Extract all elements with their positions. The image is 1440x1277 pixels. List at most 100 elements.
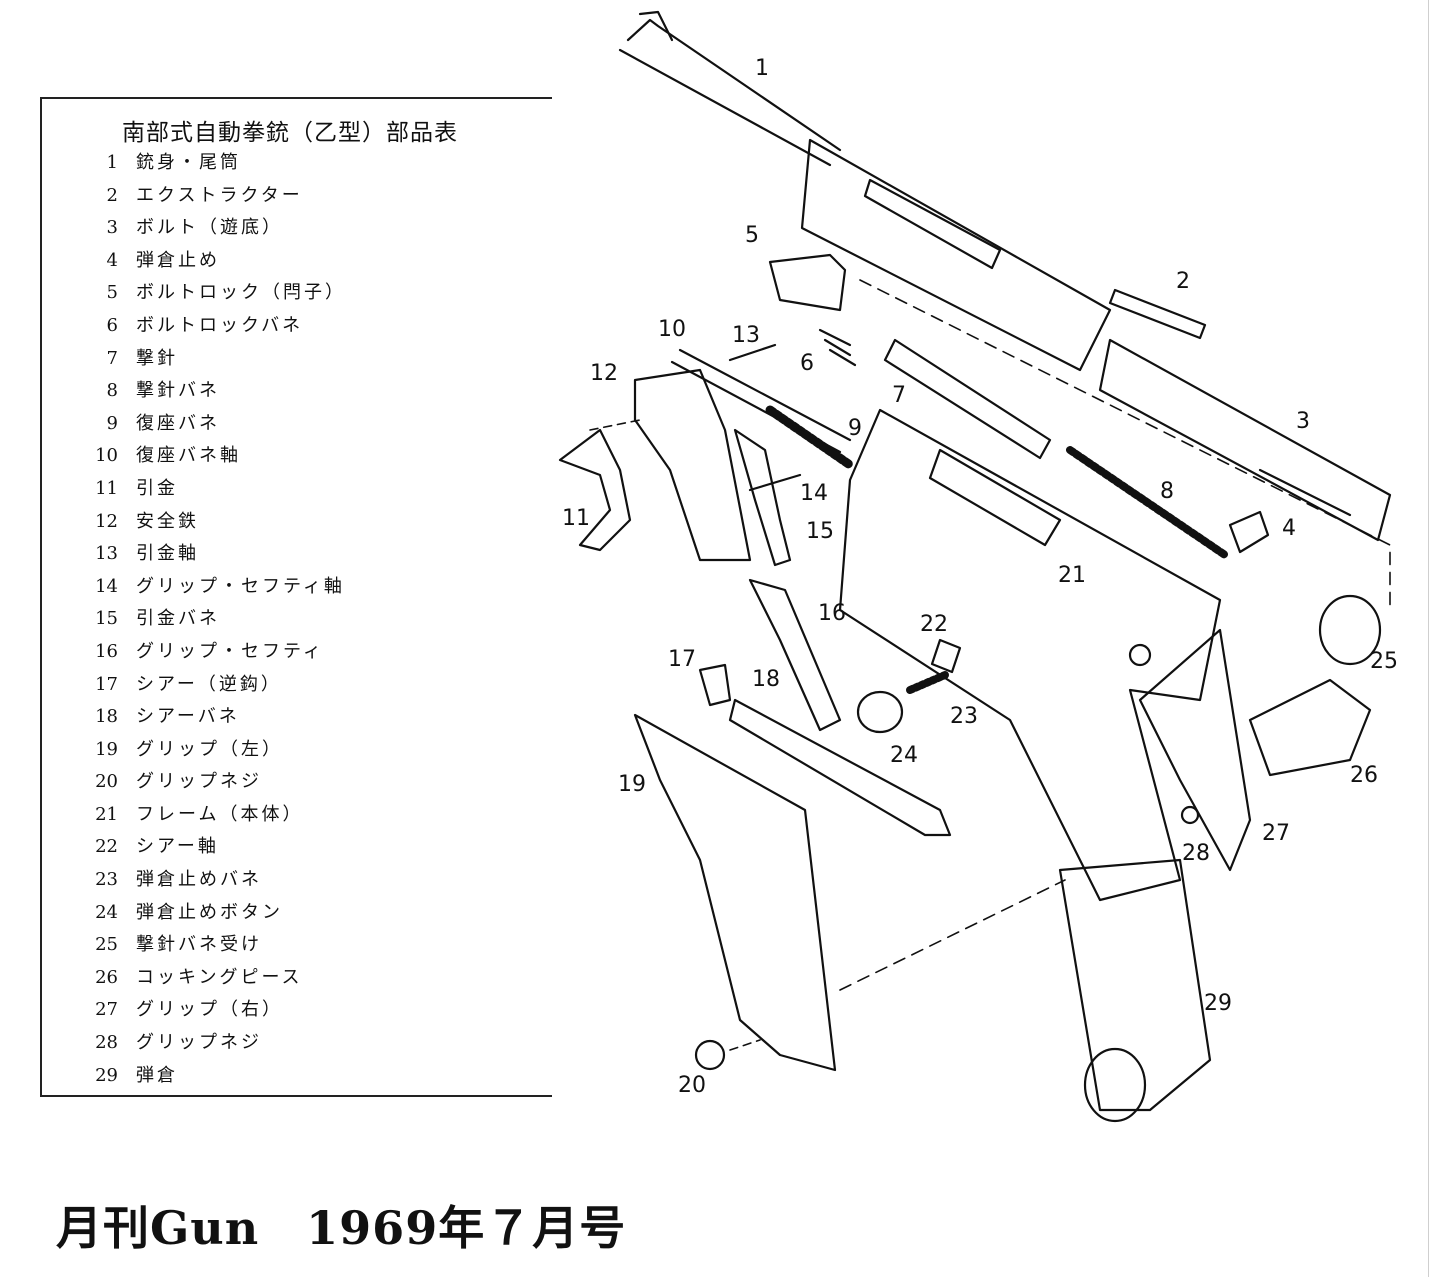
part-name: 撃針バネ受け <box>136 934 262 956</box>
part-number: 15 <box>95 608 118 630</box>
part-name: シアー軸 <box>136 836 219 858</box>
part-name: 弾倉止めボタン <box>136 901 283 923</box>
part-4-magazine-catch <box>1228 510 1270 554</box>
scan-edge <box>1428 0 1429 1277</box>
part-3-bolt <box>1098 338 1392 542</box>
part-number: 13 <box>95 543 118 565</box>
part-name: シアーバネ <box>136 706 240 728</box>
part-22-sear-pin <box>930 638 962 674</box>
part-number: 9 <box>106 412 118 434</box>
part-name: 引金 <box>136 477 178 499</box>
part-11-trigger <box>558 428 632 552</box>
callout-labels: 1234567891011121314151617181920212223242… <box>562 56 1398 1098</box>
part-name: グリップ・セフティ軸 <box>136 575 345 597</box>
part-15-trigger-spring <box>733 428 792 567</box>
part-number: 1 <box>106 152 118 173</box>
part-20-grip-screw <box>694 1039 726 1071</box>
callout-label-7: 7 <box>892 383 906 408</box>
part-name: ボルトロックバネ <box>136 314 304 336</box>
part-number: 18 <box>95 706 118 728</box>
part-name: 引金軸 <box>136 543 199 565</box>
callout-label-14: 14 <box>800 481 828 506</box>
part-number: 12 <box>95 510 118 532</box>
part-19-grip-left <box>633 713 837 1072</box>
callout-label-29: 29 <box>1204 991 1232 1016</box>
callout-label-21: 21 <box>1058 563 1086 588</box>
callout-label-20: 20 <box>678 1073 706 1098</box>
part-name: 撃針 <box>136 347 178 369</box>
callout-label-1: 1 <box>755 56 769 81</box>
part-8-firing-pin-spring <box>1066 446 1229 559</box>
part-name: フレーム（本体） <box>136 803 304 825</box>
callout-label-26: 26 <box>1350 763 1378 788</box>
callout-label-24: 24 <box>890 743 918 768</box>
part-number: 10 <box>95 445 118 467</box>
part-number: 5 <box>106 282 118 304</box>
part-name: グリップネジ <box>136 1032 262 1054</box>
part-number: 17 <box>95 673 118 695</box>
part-17-sear <box>698 663 732 707</box>
part-12-safety <box>633 368 752 562</box>
part-name: コッキングピース <box>136 966 303 988</box>
part-number: 22 <box>95 836 118 858</box>
part-number: 24 <box>95 901 118 923</box>
part-21-frame <box>838 408 1222 902</box>
callout-label-2: 2 <box>1176 269 1190 294</box>
part-number: 8 <box>106 380 118 402</box>
part-14-grip-safety-pin <box>748 473 802 492</box>
part-6-bolt-lock-spring <box>818 328 857 367</box>
part-number: 2 <box>106 184 118 206</box>
callout-label-18: 18 <box>752 667 780 692</box>
part-23-magazine-catch-spring <box>906 671 949 694</box>
part-number: 28 <box>95 1032 118 1054</box>
part-name: 撃針バネ <box>136 380 220 402</box>
part-number: 14 <box>95 575 118 597</box>
part-name: 弾倉 <box>136 1064 178 1086</box>
callout-label-5: 5 <box>745 223 759 248</box>
callout-label-10: 10 <box>658 317 686 342</box>
part-name: ボルト（遊底） <box>136 217 283 239</box>
part-number: 7 <box>106 347 118 369</box>
part-name: グリップ（右） <box>136 999 283 1021</box>
callout-label-17: 17 <box>668 647 696 672</box>
part-name: 弾倉止め <box>136 249 220 271</box>
part-7-firing-pin <box>883 338 1052 460</box>
part-25-firing-pin-spring-seat <box>1318 594 1382 666</box>
part-26-cocking-piece <box>1248 678 1372 777</box>
part-number: 20 <box>95 771 118 793</box>
part-9-recoil-spring <box>765 405 855 470</box>
part-5-bolt-lock <box>768 253 847 312</box>
assembly-line <box>729 1039 761 1051</box>
exploded-view-diagram: 1234567891011121314151617181920212223242… <box>558 10 1398 1123</box>
parts-table-title: 南部式自動拳銃（乙型）部品表 <box>122 120 458 146</box>
part-number: 25 <box>95 934 118 956</box>
part-name: 弾倉止めバネ <box>136 869 262 891</box>
part-number: 16 <box>95 640 118 662</box>
part-number: 26 <box>95 966 118 988</box>
part-10-recoil-spring-guide <box>670 348 852 454</box>
part-name: グリップネジ <box>136 771 262 793</box>
callout-label-3: 3 <box>1296 409 1310 434</box>
part-16-grip-safety <box>748 578 842 732</box>
callout-label-27: 27 <box>1262 821 1290 846</box>
part-number: 11 <box>95 477 118 499</box>
part-1-barrel-receiver <box>618 10 1112 372</box>
part-name: ボルトロック（閂子） <box>136 282 346 304</box>
part-number: 4 <box>106 249 118 271</box>
callout-label-8: 8 <box>1160 479 1174 504</box>
part-name: 復座バネ <box>136 412 220 434</box>
part-number: 29 <box>95 1064 118 1086</box>
part-number: 23 <box>95 869 118 891</box>
callout-label-16: 16 <box>818 601 846 626</box>
callout-label-22: 22 <box>920 612 948 637</box>
part-name: 安全鉄 <box>136 510 199 532</box>
callout-label-11: 11 <box>562 506 590 531</box>
callout-label-19: 19 <box>618 772 646 797</box>
callout-label-12: 12 <box>590 361 618 386</box>
caption: 月刊Gun 1969年７月号 <box>56 1201 627 1255</box>
part-name: 復座バネ軸 <box>136 445 241 467</box>
assembly-line <box>589 419 641 431</box>
part-number: 27 <box>95 999 118 1021</box>
assembly-line <box>839 879 1066 991</box>
